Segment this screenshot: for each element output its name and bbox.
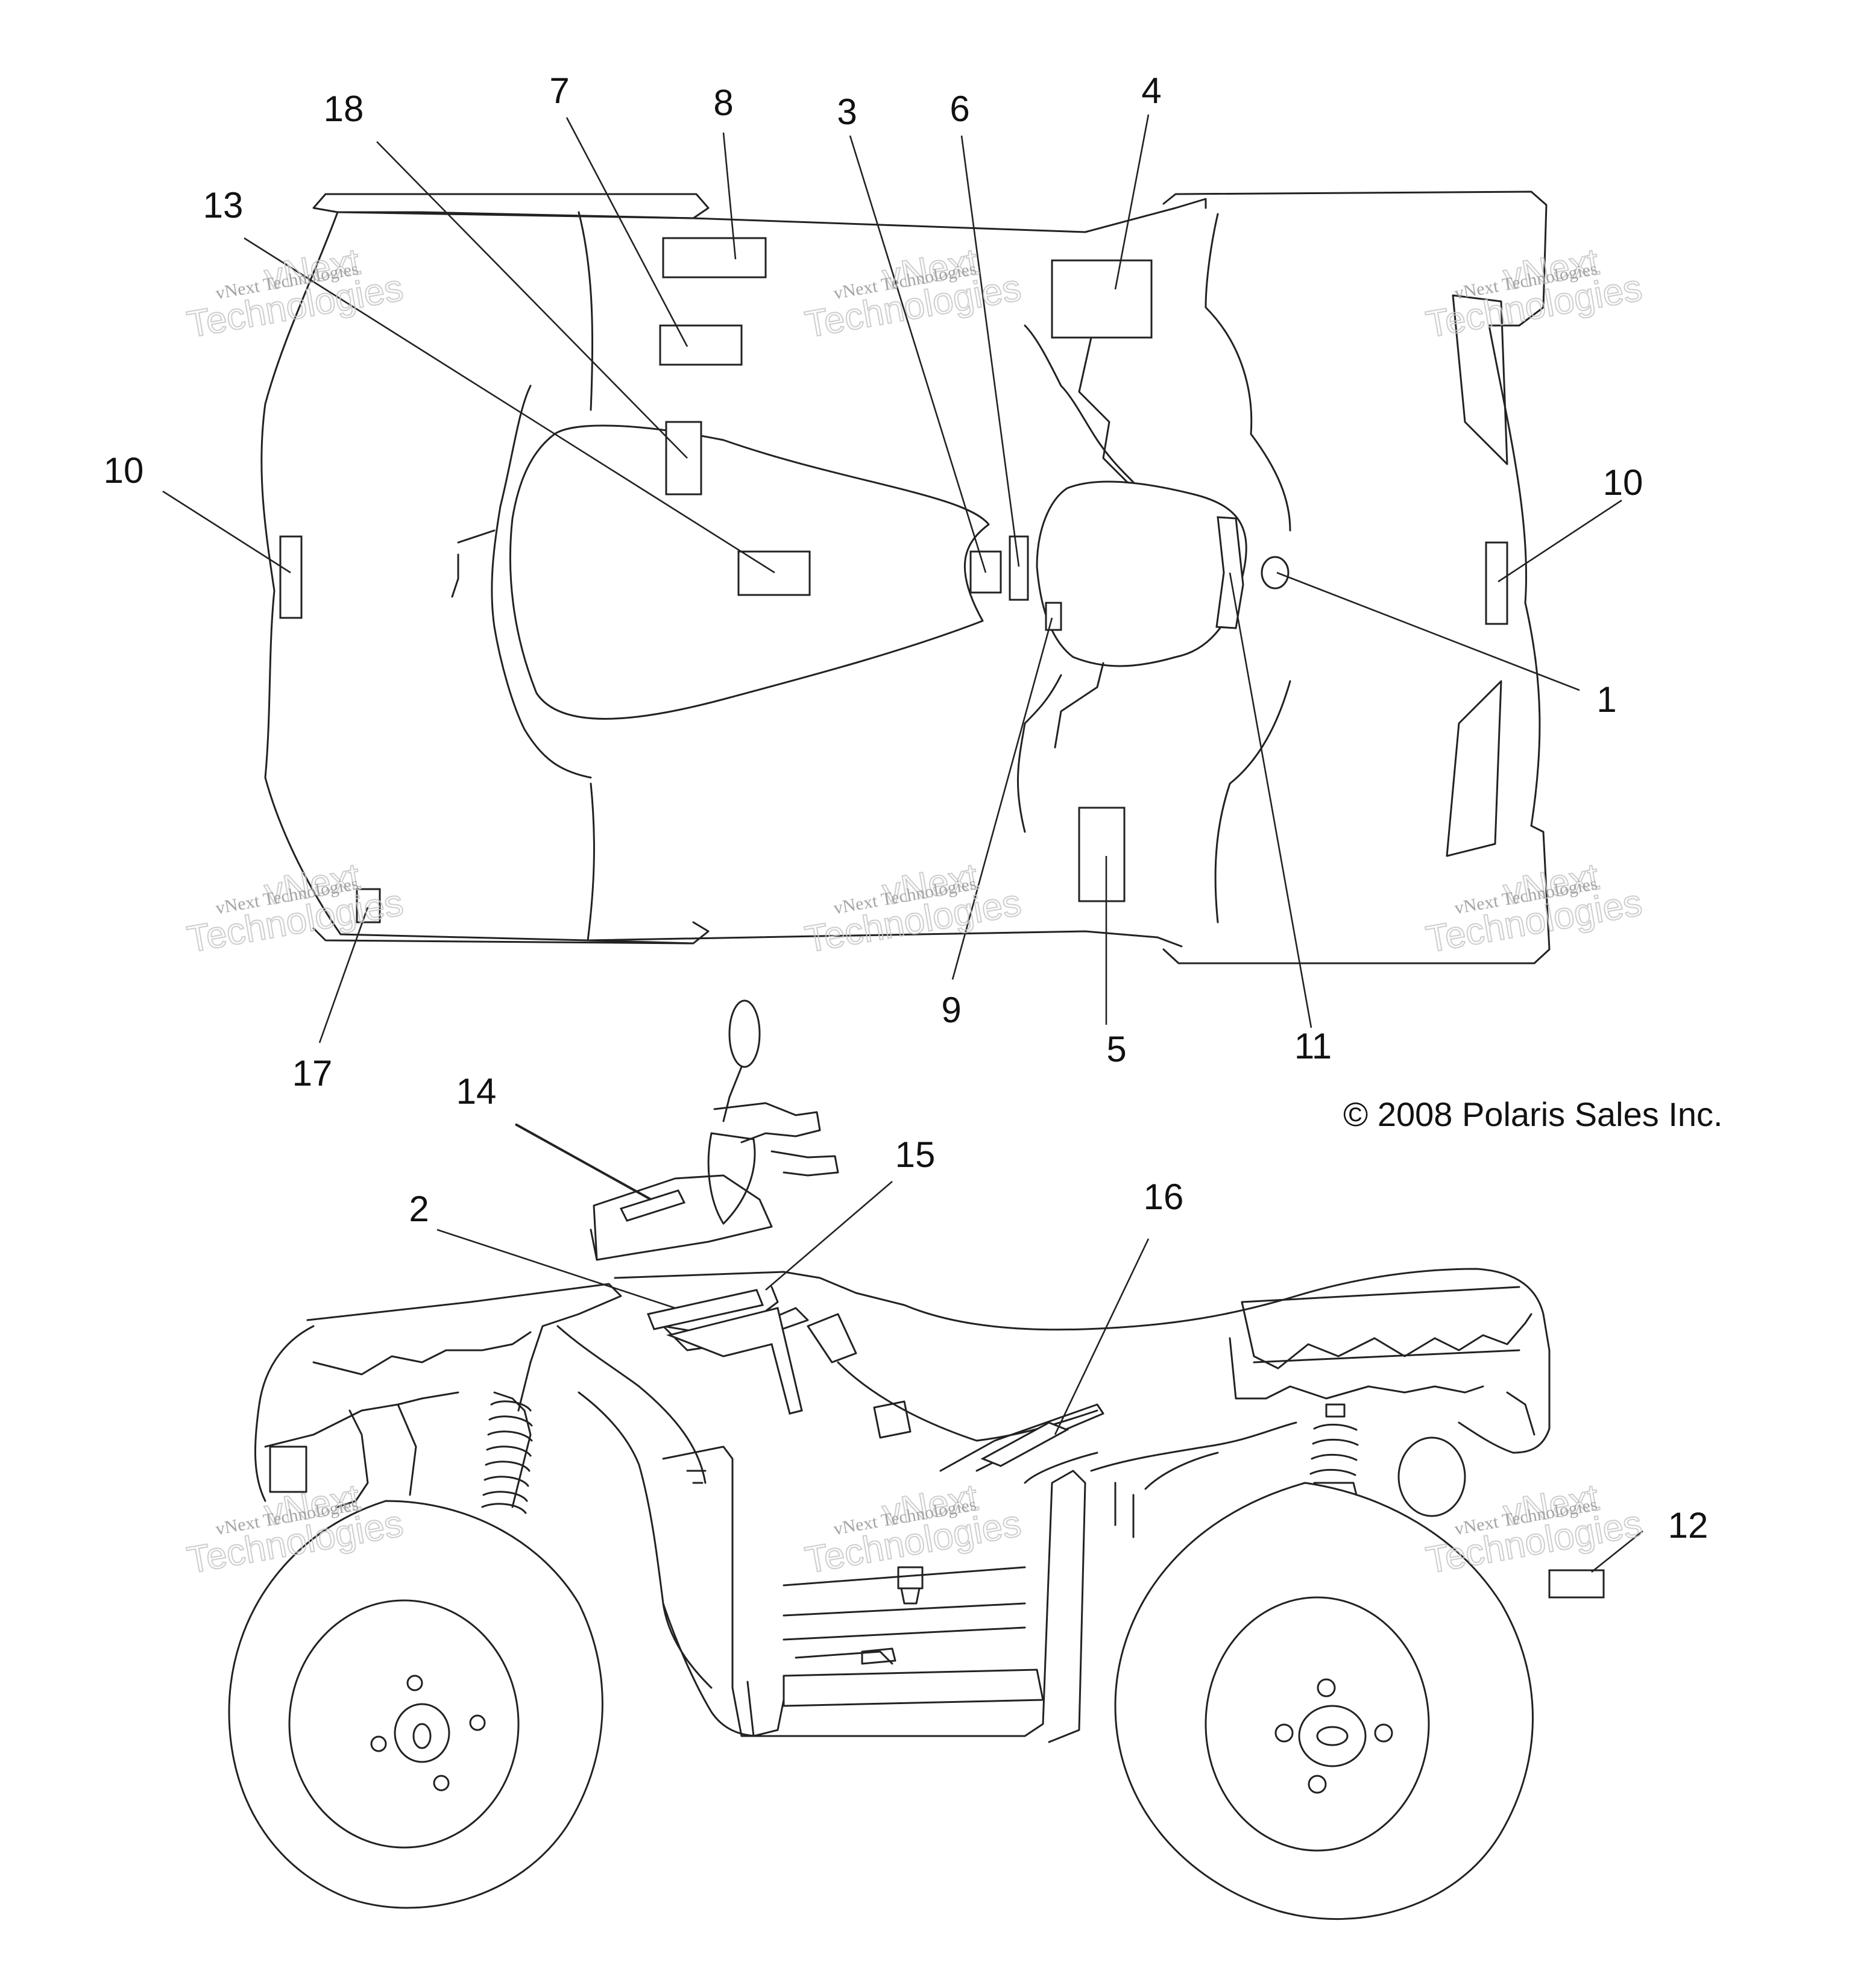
callout-3: 3 — [837, 92, 857, 132]
decal-5 — [1078, 807, 1126, 902]
watermark: Technologies vNext vNext Technologies — [1422, 241, 1645, 347]
atv-top-view — [260, 190, 1551, 964]
copyright-notice: © 2008 Polaris Sales Inc. — [1343, 1095, 1723, 1133]
callout-10-rear: 10 — [104, 450, 144, 491]
callout-17: 17 — [292, 1053, 333, 1093]
top-view-leader-lines — [162, 114, 1622, 1043]
decal-4 — [1051, 259, 1153, 339]
watermarks: Technologies vNext vNext Technologies Te… — [183, 241, 1645, 1582]
rear-wheel — [1114, 1482, 1534, 1920]
callout-numbers: 1 2 3 4 5 6 7 8 9 10 10 11 12 13 14 15 1… — [104, 71, 1709, 1546]
decal-2 — [646, 1289, 764, 1330]
decal-12 — [1548, 1569, 1605, 1599]
callout-2: 2 — [409, 1189, 429, 1229]
watermark: Technologies vNext vNext Technologies — [183, 241, 406, 347]
decal-18 — [665, 421, 702, 495]
callout-11: 11 — [1294, 1026, 1332, 1066]
front-wheel — [228, 1500, 603, 1909]
decal-17 — [356, 888, 381, 923]
watermark: Technologies vNext vNext Technologies — [801, 1476, 1024, 1582]
watermark: Technologies vNext vNext Technologies — [1422, 1476, 1645, 1582]
decal-13 — [737, 550, 811, 596]
decal-16 — [980, 1421, 1069, 1467]
callout-15: 15 — [895, 1134, 936, 1175]
callout-8: 8 — [713, 83, 733, 123]
watermark: Technologies vNext vNext Technologies — [1422, 855, 1645, 961]
watermark: Technologies vNext vNext Technologies — [183, 1476, 406, 1582]
callout-12: 12 — [1668, 1505, 1709, 1546]
side-view-leader-lines — [436, 1123, 1643, 1573]
callout-7: 7 — [549, 71, 569, 111]
callout-18: 18 — [324, 89, 364, 129]
callout-13: 13 — [203, 185, 244, 225]
callout-1: 1 — [1596, 679, 1616, 720]
side-view-decals — [619, 1189, 1605, 1599]
watermark: Technologies vNext vNext Technologies — [801, 855, 1024, 961]
top-view-decals — [279, 237, 1508, 923]
decal-9 — [1045, 602, 1062, 631]
decal-8 — [662, 237, 767, 278]
callout-10-front: 10 — [1603, 462, 1643, 503]
decal-14 — [619, 1189, 686, 1222]
callout-5: 5 — [1106, 1029, 1126, 1069]
decal-10-rear — [279, 535, 303, 619]
decal-10-front — [1485, 541, 1508, 625]
callout-16: 16 — [1144, 1177, 1184, 1217]
callout-4: 4 — [1141, 71, 1161, 111]
decal-7 — [659, 324, 743, 366]
callout-9: 9 — [941, 990, 961, 1030]
callout-14: 14 — [456, 1071, 497, 1112]
decal-6 — [1009, 535, 1029, 601]
callout-6: 6 — [950, 89, 969, 129]
decal-15 — [666, 1307, 803, 1415]
watermark: Technologies vNext vNext Technologies — [183, 855, 406, 961]
